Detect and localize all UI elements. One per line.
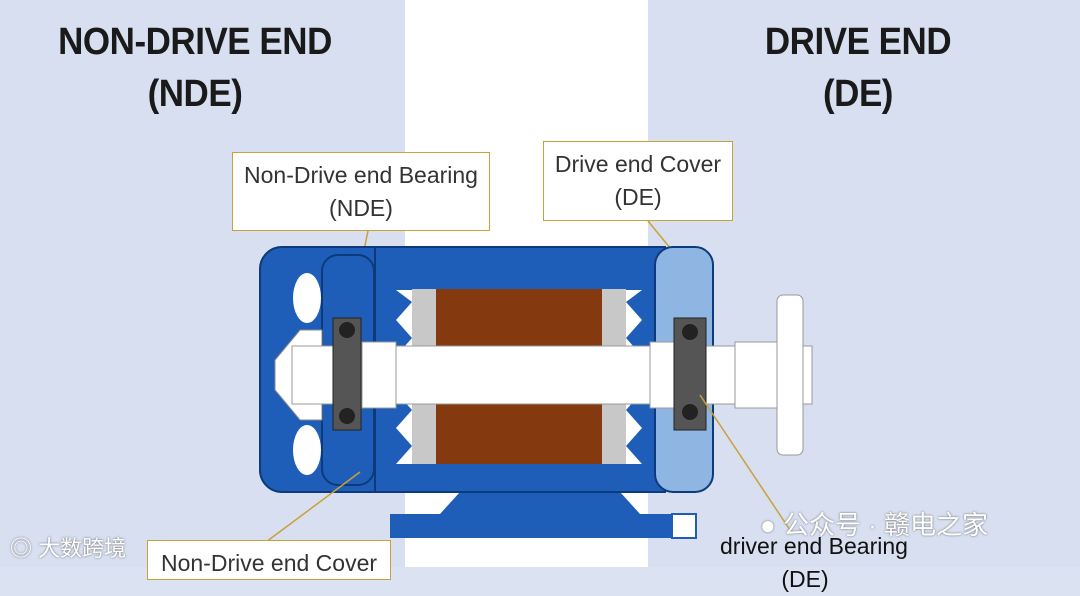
watermark-right-text: 公众号 · 赣电之家 <box>782 510 989 540</box>
nde-bearing-ball-top <box>339 322 355 338</box>
de-heading-line1: DRIVE END <box>764 21 952 63</box>
de-background-panel <box>648 0 1080 567</box>
callout-de-bearing-line2: (DE) <box>781 566 829 592</box>
coupling-flange <box>776 294 804 456</box>
callout-de-cover-line2: (DE) <box>614 184 662 210</box>
callout-nde-bearing-line2: (NDE) <box>329 195 393 221</box>
watermark-right: ● 公众号 · 赣电之家 <box>760 505 988 542</box>
fan-blade-top <box>293 273 321 323</box>
nde-heading-line1: NON-DRIVE END <box>58 21 332 63</box>
leader-nde-cover <box>261 471 361 546</box>
coupling-hub <box>734 341 778 409</box>
nde-heading-line2: (NDE) <box>147 73 243 115</box>
motor-base-foot <box>440 492 640 514</box>
de-heading-line2: (DE) <box>822 73 894 115</box>
de-bearing-ball-top <box>682 324 698 340</box>
callout-nde-cover-line1: Non-Drive end Cover <box>160 550 378 576</box>
watermark-left: ◎ 大数跨境 <box>10 531 126 563</box>
leader-de-bearing <box>699 394 791 531</box>
shaft-collar-nde <box>361 341 397 409</box>
shaft-collar-de <box>649 341 675 409</box>
stator-teeth-right <box>626 290 642 464</box>
motor-base-plate <box>390 514 675 538</box>
base-end-block <box>671 513 697 539</box>
de-bearing-ball-bottom <box>682 404 698 420</box>
motor-diagram <box>259 220 813 546</box>
stator-teeth-left <box>396 290 412 464</box>
callout-nde-bearing-line1: Non-Drive end Bearing <box>244 162 478 188</box>
callout-nde-bearing: Non-Drive end Bearing (NDE) <box>232 152 490 231</box>
callout-de-cover-line1: Drive end Cover <box>554 151 722 177</box>
nde-bearing-ball-bottom <box>339 408 355 424</box>
wechat-icon: ● <box>760 510 776 540</box>
de-heading: DRIVE END (DE) <box>697 16 1019 120</box>
watermark-left-icon: ◎ <box>10 536 39 561</box>
callout-nde-cover: Non-Drive end Cover <box>147 540 391 580</box>
nde-heading: NON-DRIVE END (NDE) <box>34 16 356 120</box>
callout-de-bearing-line1: driver end Bearing <box>720 533 908 559</box>
callout-de-cover: Drive end Cover (DE) <box>543 141 733 221</box>
fan-blade-bottom <box>293 425 321 475</box>
watermark-left-text: 大数跨境 <box>38 536 127 561</box>
